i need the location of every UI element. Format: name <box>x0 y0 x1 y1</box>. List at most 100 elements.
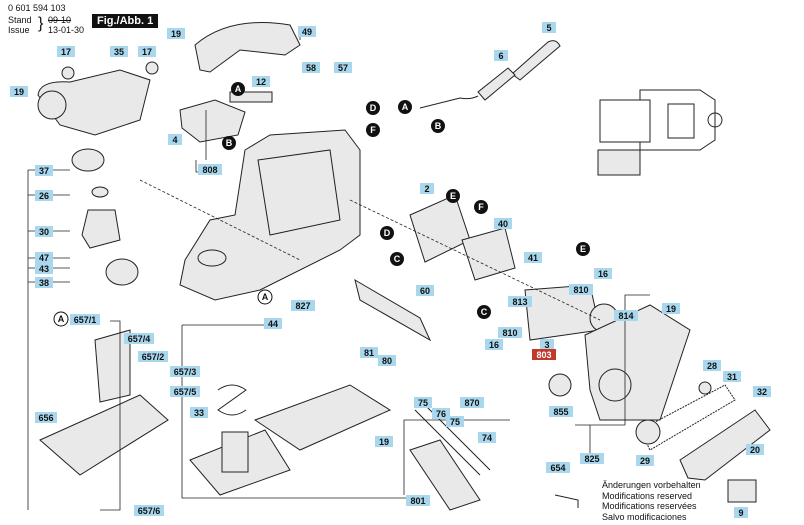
marker-a: A <box>53 311 69 327</box>
svg-text:76: 76 <box>436 409 446 419</box>
modifications-note: Änderungen vorbehalten Modifications res… <box>602 480 701 522</box>
label-20: 20 <box>746 444 764 455</box>
svg-text:74: 74 <box>482 433 492 443</box>
label-19: 19 <box>10 86 28 97</box>
svg-text:A: A <box>58 314 65 324</box>
marker-a: A <box>257 289 273 305</box>
label-19: 19 <box>375 436 393 447</box>
stand-label: Stand <box>8 15 32 25</box>
figure-label: Fig./Abb. 1 <box>92 14 159 28</box>
svg-text:16: 16 <box>598 269 608 279</box>
svg-text:19: 19 <box>666 304 676 314</box>
svg-text:F: F <box>370 125 376 135</box>
note-line-de: Änderungen vorbehalten <box>602 480 701 490</box>
svg-text:A: A <box>402 102 409 112</box>
svg-text:40: 40 <box>498 219 508 229</box>
svg-text:3: 3 <box>544 340 549 350</box>
svg-text:B: B <box>226 138 233 148</box>
svg-text:37: 37 <box>39 166 49 176</box>
label-57: 57 <box>334 62 352 73</box>
label-657-5: 657/5 <box>170 386 200 397</box>
svg-text:19: 19 <box>379 437 389 447</box>
label-49: 49 <box>298 26 316 37</box>
label-801: 801 <box>406 495 430 506</box>
label-19: 19 <box>662 303 680 314</box>
svg-text:803: 803 <box>536 350 551 360</box>
note-line-en: Modifications reserved <box>602 490 693 501</box>
svg-text:810: 810 <box>502 328 517 338</box>
svg-text:29: 29 <box>640 456 650 466</box>
svg-text:58: 58 <box>306 63 316 73</box>
label-657-4: 657/4 <box>124 333 154 344</box>
marker-a: A <box>231 82 245 96</box>
svg-text:801: 801 <box>410 496 425 506</box>
svg-text:80: 80 <box>382 356 392 366</box>
svg-text:60: 60 <box>420 286 430 296</box>
label-75: 75 <box>414 397 432 408</box>
marker-c: C <box>477 305 491 319</box>
label-808: 808 <box>198 164 222 175</box>
label-26: 26 <box>35 190 53 201</box>
svg-text:656: 656 <box>38 413 53 423</box>
label-6: 6 <box>494 50 508 61</box>
svg-text:657/6: 657/6 <box>138 506 161 516</box>
label-37: 37 <box>35 165 53 176</box>
svg-text:28: 28 <box>707 361 717 371</box>
svg-text:657/5: 657/5 <box>174 387 197 397</box>
label-870: 870 <box>460 397 484 408</box>
label-58: 58 <box>302 62 320 73</box>
svg-text:19: 19 <box>171 29 181 39</box>
svg-text:75: 75 <box>450 417 460 427</box>
stand-value: 09-10 <box>48 15 72 25</box>
label-40: 40 <box>494 218 512 229</box>
marker-d: D <box>366 101 380 115</box>
note-line-fr: Modifications reservées <box>602 501 697 511</box>
label-43: 43 <box>35 263 53 274</box>
label-814: 814 <box>614 310 638 321</box>
marker-b: B <box>431 119 445 133</box>
svg-text:657/1: 657/1 <box>74 315 97 325</box>
svg-text:49: 49 <box>302 27 312 37</box>
svg-text:657/4: 657/4 <box>128 334 151 344</box>
svg-text:4: 4 <box>172 135 177 145</box>
svg-text:20: 20 <box>750 445 760 455</box>
marker-a: A <box>398 100 412 114</box>
label-803-highlight: 803 <box>532 349 556 360</box>
svg-text:F: F <box>478 202 484 212</box>
svg-text:19: 19 <box>14 87 24 97</box>
svg-text:C: C <box>481 307 488 317</box>
label-654: 654 <box>546 462 570 473</box>
label-12: 12 <box>252 76 270 87</box>
svg-text:A: A <box>235 84 242 94</box>
svg-text:75: 75 <box>418 398 428 408</box>
svg-text:26: 26 <box>39 191 49 201</box>
svg-text:825: 825 <box>584 454 599 464</box>
svg-text:D: D <box>384 228 391 238</box>
label-3: 3 <box>540 339 554 350</box>
label-38: 38 <box>35 277 53 288</box>
label-810: 810 <box>498 327 522 338</box>
label-30: 30 <box>35 226 53 237</box>
svg-text:41: 41 <box>528 253 538 263</box>
svg-text:C: C <box>394 254 401 264</box>
part-illustrations <box>37 22 771 511</box>
svg-text:657/3: 657/3 <box>174 367 197 377</box>
note-line-es: Salvo modificaciones <box>602 511 687 522</box>
svg-text:810: 810 <box>573 285 588 295</box>
label-74: 74 <box>478 432 496 443</box>
label-80: 80 <box>378 355 396 366</box>
label-810: 810 <box>569 284 593 295</box>
svg-text:35: 35 <box>114 47 124 57</box>
label-47: 47 <box>35 252 53 263</box>
marker-e: E <box>576 242 590 256</box>
svg-text:D: D <box>370 103 377 113</box>
svg-text:38: 38 <box>39 278 49 288</box>
callout-labels: 17 35 17 19 19 49 12 4 808 58 57 5 6 37 … <box>10 22 771 518</box>
label-41: 41 <box>524 252 542 263</box>
marker-b: B <box>222 136 236 150</box>
label-657-2: 657/2 <box>138 351 168 362</box>
svg-text:5: 5 <box>546 23 551 33</box>
label-33: 33 <box>190 407 208 418</box>
label-5: 5 <box>542 22 556 33</box>
svg-text:654: 654 <box>550 463 565 473</box>
